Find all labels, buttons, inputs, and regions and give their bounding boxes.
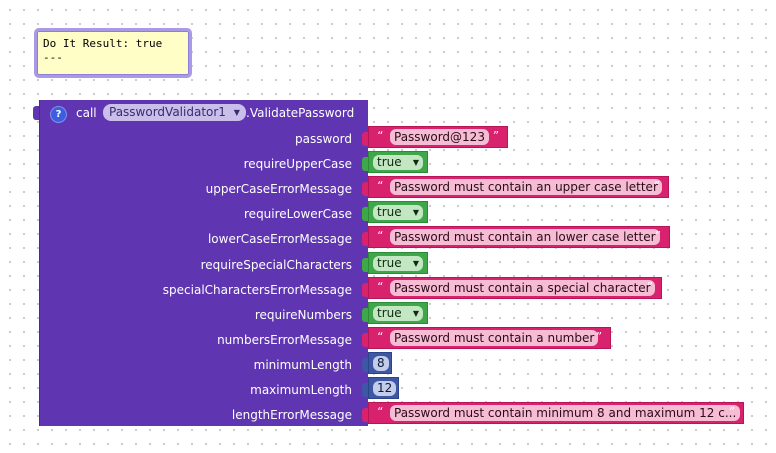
boolean-block-requireNumbers[interactable]: true ▼ <box>368 301 428 324</box>
open-quote-icon: “ <box>377 279 384 294</box>
param-label-numbersErrorMessage: numbersErrorMessage <box>217 332 352 347</box>
boolean-value: true <box>377 155 402 170</box>
open-quote-icon: “ <box>377 229 384 244</box>
param-socket <box>362 282 368 297</box>
text-value-field[interactable]: Password must contain an upper case lett… <box>390 179 662 196</box>
open-quote-icon: “ <box>377 129 384 143</box>
param-label-maximumLength: maximumLength <box>250 383 352 397</box>
component-dropdown[interactable]: PasswordValidator1 ▼ <box>103 104 246 121</box>
text-value-field[interactable]: Password must contain a number <box>390 329 599 346</box>
call-block-header: ? call PasswordValidator1 ▼ .ValidatePas… <box>40 100 368 126</box>
do-it-result-bubble: Do It Result: true --- <box>34 28 192 78</box>
chevron-down-icon: ▼ <box>412 258 419 268</box>
param-label-lowerCaseErrorMessage: lowerCaseErrorMessage <box>207 232 352 247</box>
text-block-password[interactable]: “ Password@123” <box>368 126 508 148</box>
number-block-minimumLength[interactable]: 8 <box>368 351 392 374</box>
boolean-dropdown[interactable]: true ▼ <box>373 255 423 271</box>
param-socket <box>362 257 368 272</box>
chevron-down-icon: ▼ <box>233 108 240 117</box>
param-label-requireUpperCase: requireUpperCase <box>243 157 352 172</box>
open-quote-icon: “ <box>377 179 384 194</box>
param-socket <box>362 232 368 247</box>
param-socket <box>362 357 368 372</box>
do-it-result-separator: --- <box>43 51 63 64</box>
boolean-dropdown[interactable]: true ▼ <box>373 155 423 171</box>
text-block-specialCharactersErrorMessage[interactable]: “ Password must contain a special charact… <box>368 276 662 299</box>
chevron-down-icon: ▼ <box>412 158 419 168</box>
chevron-down-icon: ▼ <box>412 308 419 318</box>
boolean-value: true <box>377 255 402 270</box>
param-label-lengthErrorMessage: lengthErrorMessage <box>231 408 352 423</box>
boolean-value: true <box>377 205 402 220</box>
text-block-upperCaseErrorMessage[interactable]: “ Password must contain an upper case let… <box>368 176 669 199</box>
boolean-block-requireLowerCase[interactable]: true ▼ <box>368 201 428 224</box>
param-label-specialCharactersErrorMessage: specialCharactersErrorMessage <box>162 282 352 297</box>
help-icon[interactable]: ? <box>50 106 67 123</box>
text-block-numbersErrorMessage[interactable]: “ Password must contain a number” <box>368 326 611 349</box>
number-value-field[interactable]: 12 <box>373 381 397 396</box>
close-quote-icon: ” <box>728 405 735 420</box>
number-value-field[interactable]: 8 <box>373 355 389 371</box>
close-quote-icon: ” <box>595 329 602 344</box>
text-block-lowerCaseErrorMessage[interactable]: “ Password must contain an lower case let… <box>368 226 670 249</box>
method-name: .ValidatePassword <box>246 106 355 120</box>
param-label-requireNumbers: requireNumbers <box>254 307 352 322</box>
param-socket <box>362 408 368 423</box>
open-quote-icon: “ <box>377 405 384 420</box>
chevron-down-icon: ▼ <box>412 208 419 218</box>
close-quote-icon: ” <box>654 229 661 244</box>
do-it-result-text: Do It Result: true <box>43 37 163 50</box>
boolean-block-requireUpperCase[interactable]: true ▼ <box>368 151 428 174</box>
param-label-minimumLength: minimumLength <box>253 357 352 372</box>
param-label-requireSpecialCharacters: requireSpecialCharacters <box>200 257 352 272</box>
call-label: call <box>76 106 97 120</box>
param-socket <box>362 207 368 222</box>
param-label-upperCaseErrorMessage: upperCaseErrorMessage <box>205 182 352 197</box>
param-label-requireLowerCase: requireLowerCase <box>244 207 352 222</box>
boolean-block-requireSpecialCharacters[interactable]: true ▼ <box>368 251 428 274</box>
open-quote-icon: “ <box>377 329 384 344</box>
param-socket <box>362 157 368 172</box>
text-value-field[interactable]: Password must contain a special characte… <box>390 279 655 296</box>
param-socket <box>362 307 368 322</box>
call-validate-password-block[interactable]: ? call PasswordValidator1 ▼ .ValidatePas… <box>39 100 368 426</box>
param-socket <box>362 132 368 146</box>
text-value-field[interactable]: Password@123 <box>390 129 489 145</box>
close-quote-icon: ” <box>646 279 653 294</box>
close-quote-icon: ” <box>492 129 499 143</box>
param-label-password: password <box>295 132 352 146</box>
text-block-lengthErrorMessage[interactable]: “ Password must contain minimum 8 and max… <box>368 402 744 425</box>
boolean-value: true <box>377 305 402 320</box>
text-value-field[interactable]: Password must contain minimum 8 and maxi… <box>390 405 741 422</box>
boolean-dropdown[interactable]: true ▼ <box>373 305 423 321</box>
param-socket <box>362 383 368 397</box>
close-quote-icon: ” <box>653 179 660 194</box>
number-block-maximumLength[interactable]: 12 <box>368 377 399 399</box>
call-block-connector <box>33 106 40 120</box>
text-value-field[interactable]: Password must contain an lower case lett… <box>390 229 660 246</box>
component-name: PasswordValidator1 <box>109 105 226 119</box>
boolean-dropdown[interactable]: true ▼ <box>373 205 423 221</box>
param-socket <box>362 182 368 197</box>
param-socket <box>362 332 368 347</box>
